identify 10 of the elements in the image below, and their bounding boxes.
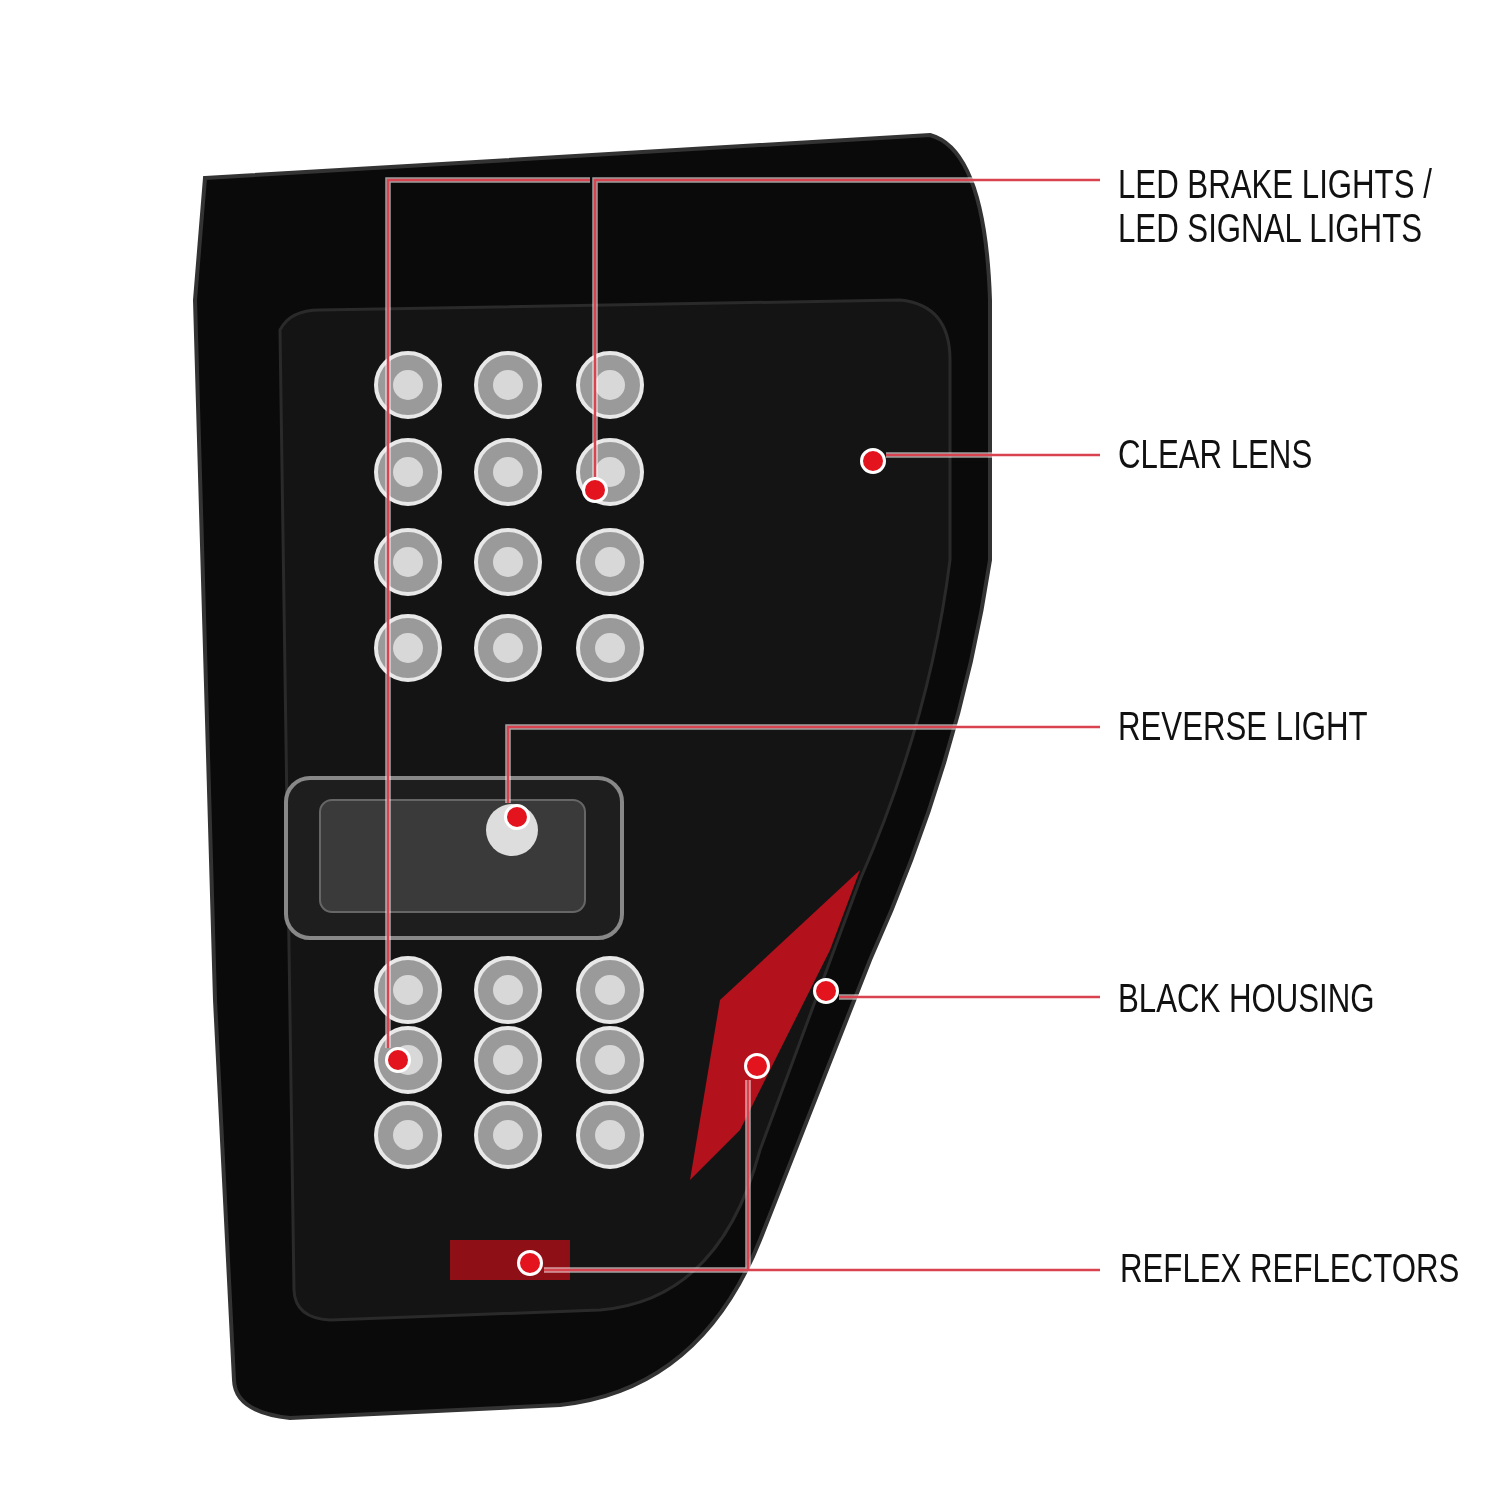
callout-label: REFLEX REFLECTORS — [1120, 1246, 1500, 1290]
callout-label: REVERSE LIGHT — [1118, 704, 1500, 748]
leader-line — [386, 178, 1102, 1050]
callout-label: LED BRAKE LIGHTS / LED SIGNAL LIGHTS — [1118, 162, 1477, 250]
leader-line — [886, 453, 1100, 457]
leader-line — [839, 995, 1100, 999]
leader-line — [542, 1078, 1102, 1272]
callout-label: CLEAR LENS — [1118, 432, 1500, 476]
callout-label: BLACK HOUSING — [1118, 976, 1500, 1020]
leader-line — [506, 725, 1100, 803]
